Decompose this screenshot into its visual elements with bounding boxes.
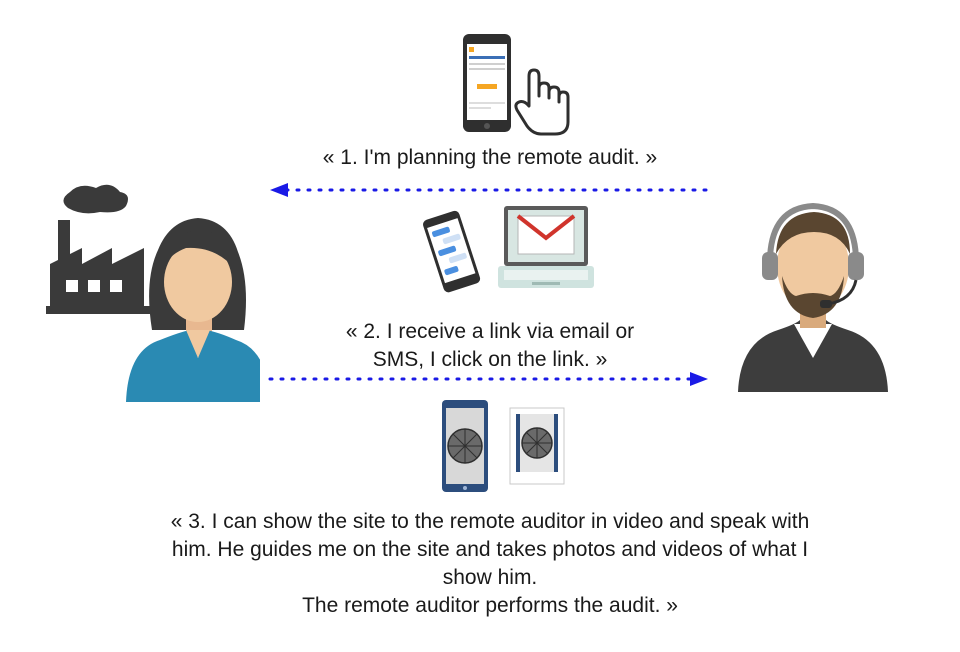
tablet-and-photo-wheel-icon xyxy=(442,400,565,492)
step-2-caption: « 2. I receive a link via email or SMS, … xyxy=(300,318,680,374)
chat-phone-icon xyxy=(423,210,481,293)
woman-avatar-icon xyxy=(126,218,260,402)
arrow-head-right xyxy=(690,372,708,386)
tablet-video-icon xyxy=(442,400,488,492)
step-1-caption: « 1. I'm planning the remote audit. » xyxy=(200,144,780,172)
smartphone-with-pointing-hand-icon xyxy=(463,34,570,136)
step-3-caption: « 3. I can show the site to the remote a… xyxy=(90,508,890,620)
site-user-figure xyxy=(46,184,260,402)
step-3-line-2: him. He guides me on the site and takes … xyxy=(171,538,809,561)
factory-icon xyxy=(46,184,166,314)
step-2-line-1: « 2. I receive a link via email or xyxy=(345,320,635,343)
photo-wheel-icon xyxy=(509,407,565,485)
pointing-hand-icon xyxy=(514,68,570,136)
phone-and-laptop-email-icon xyxy=(423,206,594,293)
smartphone-icon xyxy=(463,34,511,132)
step-3-line-3: show him. xyxy=(442,566,538,589)
arrow-to-site-user xyxy=(270,183,710,197)
step-1-line-1: « 1. I'm planning the remote audit. » xyxy=(322,146,658,169)
step-2-line-2: SMS, I click on the link. » xyxy=(372,348,608,371)
arrow-to-remote-auditor xyxy=(268,372,708,386)
auditor-headset-avatar-icon xyxy=(738,202,888,392)
step-3-line-4: The remote auditor performs the audit. » xyxy=(302,594,678,617)
laptop-email-icon xyxy=(498,206,594,288)
arrow-head-left xyxy=(270,183,288,197)
step-3-line-1: « 3. I can show the site to the remote a… xyxy=(170,510,810,533)
